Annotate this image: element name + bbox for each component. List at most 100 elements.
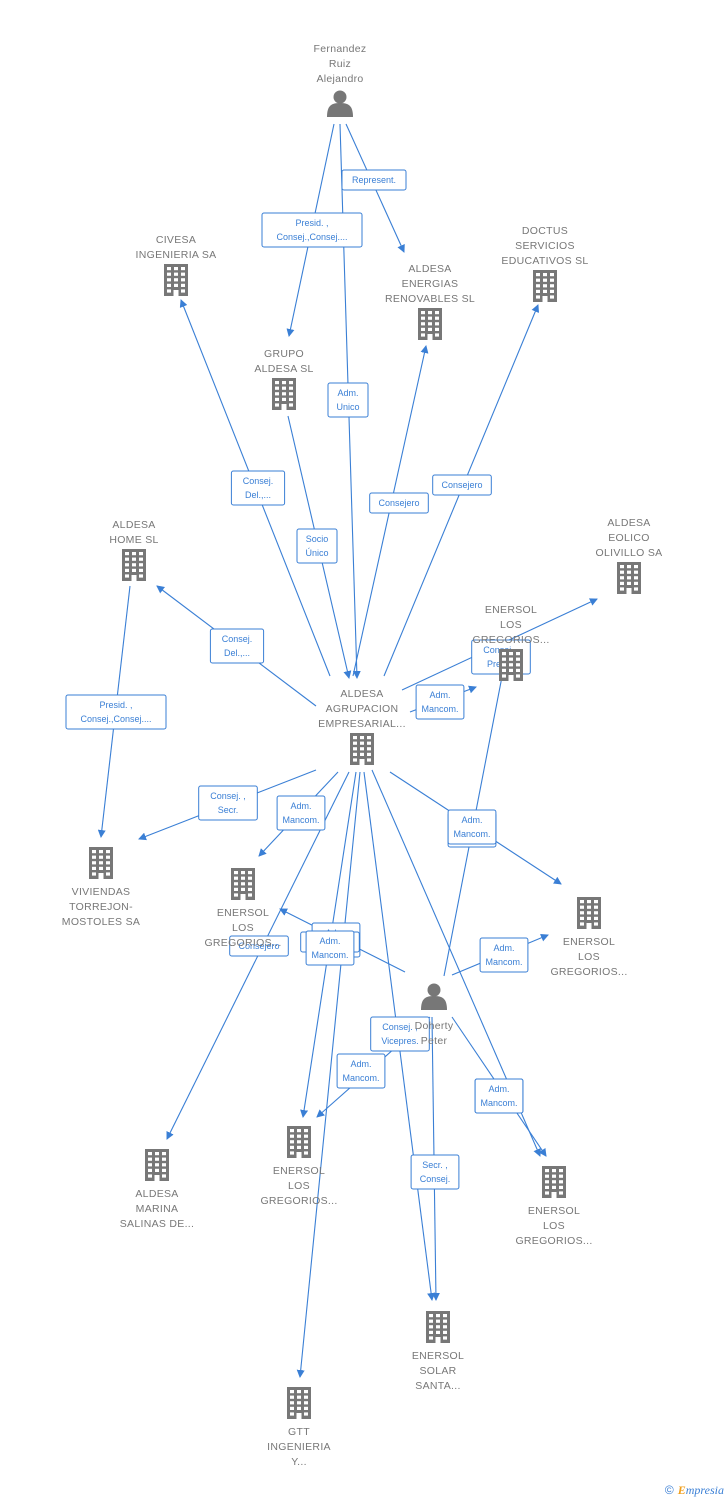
building-window [106, 861, 110, 865]
building-window [181, 278, 185, 282]
building-window [428, 327, 432, 331]
edge-label-aldesa_agrupacion-to-gtt[interactable]: Adm.Mancom. [305, 930, 355, 966]
edge-label-fernandez-to-aldesa_agrupacion[interactable]: Adm.Unico [327, 382, 369, 418]
edge-label-doherty-to-enersol_solar[interactable]: Consej. ,Vicepres. [370, 1016, 430, 1052]
edge-label-text: Adm. [337, 388, 358, 398]
building-window [99, 866, 103, 870]
building-window [297, 1145, 301, 1149]
building-window [155, 1157, 159, 1161]
building-window [304, 1129, 308, 1133]
edge-label-aldesa_agrupacion-to-aldesa_energias[interactable]: Consejero [369, 492, 429, 514]
building-window [429, 1325, 433, 1329]
edge-label-text: Secr. , [422, 1160, 448, 1170]
building-door [173, 290, 179, 296]
node-enersol_low_center[interactable]: ENERSOLLOSGREGORIOS... [260, 1126, 337, 1207]
node-label: OLIVILLO SA [596, 547, 663, 559]
building-window [290, 1134, 294, 1138]
building-window [516, 663, 520, 667]
building-window [627, 565, 631, 569]
building-window [509, 652, 513, 656]
building-window [509, 657, 513, 661]
edge-label-aldesa_agrupacion-to-civesa[interactable]: Consej.Del.,... [230, 470, 286, 506]
edge-label-aldesa_agrupacion-to-enersol_mid_left[interactable]: Adm.Mancom. [276, 795, 326, 831]
node-label: ALDESA [112, 519, 155, 531]
building-window [353, 752, 357, 756]
edge-label-aldesa_agrupacion-to-viviendas[interactable]: Consej. ,Secr. [198, 785, 258, 821]
building-window [634, 576, 638, 580]
building-window [106, 855, 110, 859]
edge-aldesa_agrupacion-to-gtt [296, 771, 361, 1378]
building-icon [164, 264, 188, 296]
building-window [353, 747, 357, 751]
empresia-brand[interactable]: ©Empresia [665, 1483, 724, 1498]
building-window [421, 311, 425, 315]
building-window [148, 1163, 152, 1167]
node-enersol_low_right[interactable]: ENERSOLLOSGREGORIOS... [515, 1166, 592, 1247]
node-label: ENERSOL [485, 604, 537, 616]
edge-label-box [229, 935, 289, 957]
edge-label-fernandez-to-grupo_aldesa[interactable]: Presid. ,Consej.,Consej.... [261, 212, 363, 248]
building-window [353, 758, 357, 762]
building-window [289, 397, 293, 401]
edge-label-text: Secr. [218, 805, 239, 815]
node-enersol_mid_left[interactable]: ENERSOLLOSGREGORIOS... [204, 868, 281, 949]
edge-label-box [336, 1053, 386, 1089]
building-window [594, 900, 598, 904]
building-window [167, 278, 171, 282]
node-label: EDUCATIVOS SL [501, 255, 588, 267]
building-icon [272, 378, 296, 410]
building-window [543, 273, 547, 277]
building-window [545, 1185, 549, 1189]
node-enersol_mid_right[interactable]: ENERSOLLOSGREGORIOS... [550, 897, 627, 978]
edge-label-aldesa_agrupacion-to-aldesa_marina[interactable]: Consejero [229, 935, 289, 957]
person-icon [327, 90, 353, 117]
building-window [99, 855, 103, 859]
building-window [367, 752, 371, 756]
building-window [174, 267, 178, 271]
node-gtt[interactable]: GTTINGENIERIAY... [267, 1387, 331, 1468]
building-door [131, 575, 137, 581]
building-window [627, 581, 631, 585]
building-window [421, 333, 425, 337]
building-window [92, 872, 96, 876]
edge-label-doherty-to-enersol_low_right[interactable]: Adm.Mancom. [474, 1078, 524, 1114]
node-label: Fernandez [314, 43, 367, 55]
building-window [162, 1168, 166, 1172]
person-head [427, 983, 441, 997]
edge-label-aldesa_agrupacion-to-enersol_solar[interactable]: Secr. ,Consej. [410, 1154, 460, 1190]
edge-label-fernandez-to-aldesa_energias[interactable]: Represent. [341, 169, 407, 191]
node-label: EOLICO [608, 532, 649, 544]
building-window [580, 911, 584, 915]
building-window [290, 1401, 294, 1405]
edge-label-aldesa_agrupacion-to-doctus[interactable]: Consejero [432, 474, 492, 496]
building-window [148, 1168, 152, 1172]
building-door [296, 1413, 302, 1419]
node-enersol_solar[interactable]: ENERSOLSOLARSANTA... [412, 1311, 464, 1392]
edge-label-aldesa_home-to-viviendas[interactable]: Presid. ,Consej.,Consej.... [65, 694, 167, 730]
edge-label-doherty-to-enersol_low_center[interactable]: Adm.Mancom. [336, 1053, 386, 1089]
building-window [421, 316, 425, 320]
edge-label-text: Vicepres. [381, 1036, 418, 1046]
edge-label-aldesa_agrupacion-to-aldesa_home[interactable]: Consej.Del.,... [209, 628, 265, 664]
building-window [139, 552, 143, 556]
edge-label-aldesa_agrupacion-to-enersol_top[interactable]: Adm.Mancom. [415, 684, 465, 720]
building-window [516, 657, 520, 661]
node-aldesa_agrupacion[interactable]: ALDESAAGRUPACIONEMPRESARIAL... [318, 688, 406, 765]
node-label: AGRUPACION [326, 703, 399, 715]
edge-label-doherty-to-enersol_mid_right[interactable]: Adm.Mancom. [479, 937, 529, 973]
node-enersol_top[interactable]: ENERSOLLOSGREGORIOS... [472, 604, 549, 681]
node-label: GRUPO [264, 348, 304, 360]
edge-label-doherty-to-enersol_top[interactable]: Adm.Mancom. [447, 809, 497, 845]
